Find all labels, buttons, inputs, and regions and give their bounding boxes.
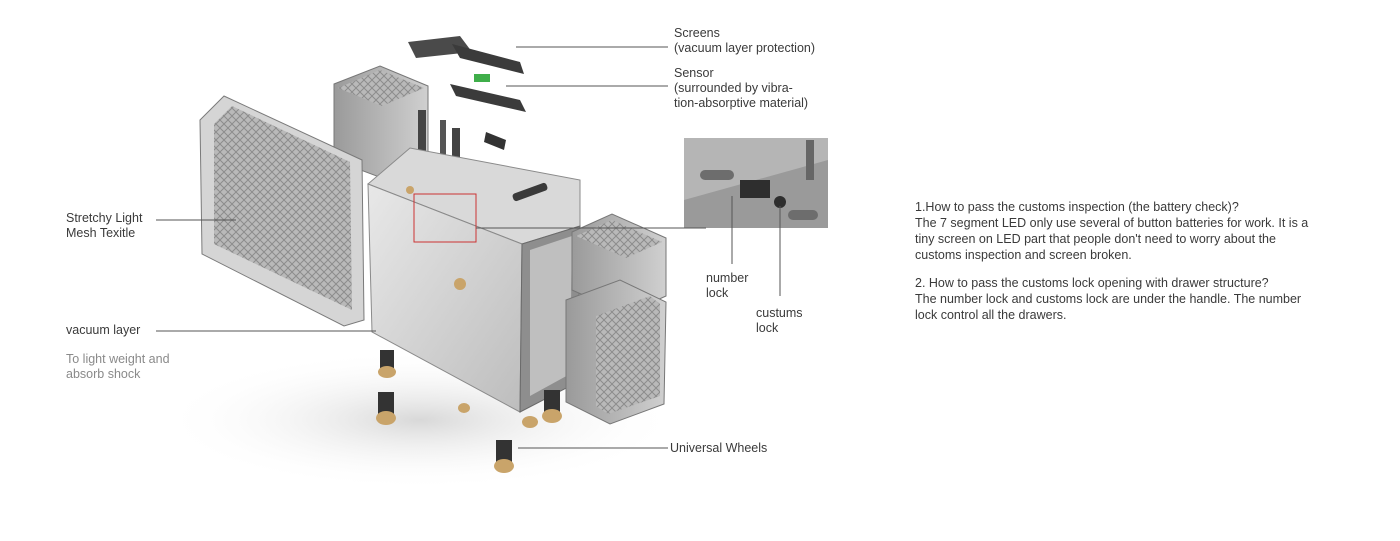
wheels — [376, 350, 562, 473]
sensor-label: Sensor (surrounded by vibra- tion-absorp… — [674, 66, 809, 110]
description-block: 1.How to pass the customs inspection (th… — [915, 199, 1315, 335]
main-shell — [367, 147, 581, 413]
customs-lock-label: custums lock — [756, 306, 803, 335]
right-drawers — [565, 213, 667, 425]
wheels-label: Universal Wheels — [670, 441, 768, 455]
sensor-part — [450, 74, 526, 112]
screens-part — [408, 36, 524, 74]
description-q2: 2. How to pass the customs lock opening … — [915, 276, 1302, 322]
lock-zoom-inset — [684, 138, 828, 228]
leader-lines — [156, 46, 781, 449]
mesh-label: Stretchy Light Mesh Texitle — [66, 211, 143, 240]
number-lock-label: number lock — [706, 271, 749, 300]
description-q1: 1.How to pass the customs inspection (th… — [915, 200, 1309, 262]
vacuum-layer-label: vacuum layer — [66, 323, 141, 337]
left-mesh-panel — [199, 95, 365, 327]
vacuum-note-label: To light weight and absorb shock — [66, 352, 170, 381]
screens-label: Screens (vacuum layer protection) — [674, 26, 816, 55]
lock-callout-box — [413, 193, 477, 243]
